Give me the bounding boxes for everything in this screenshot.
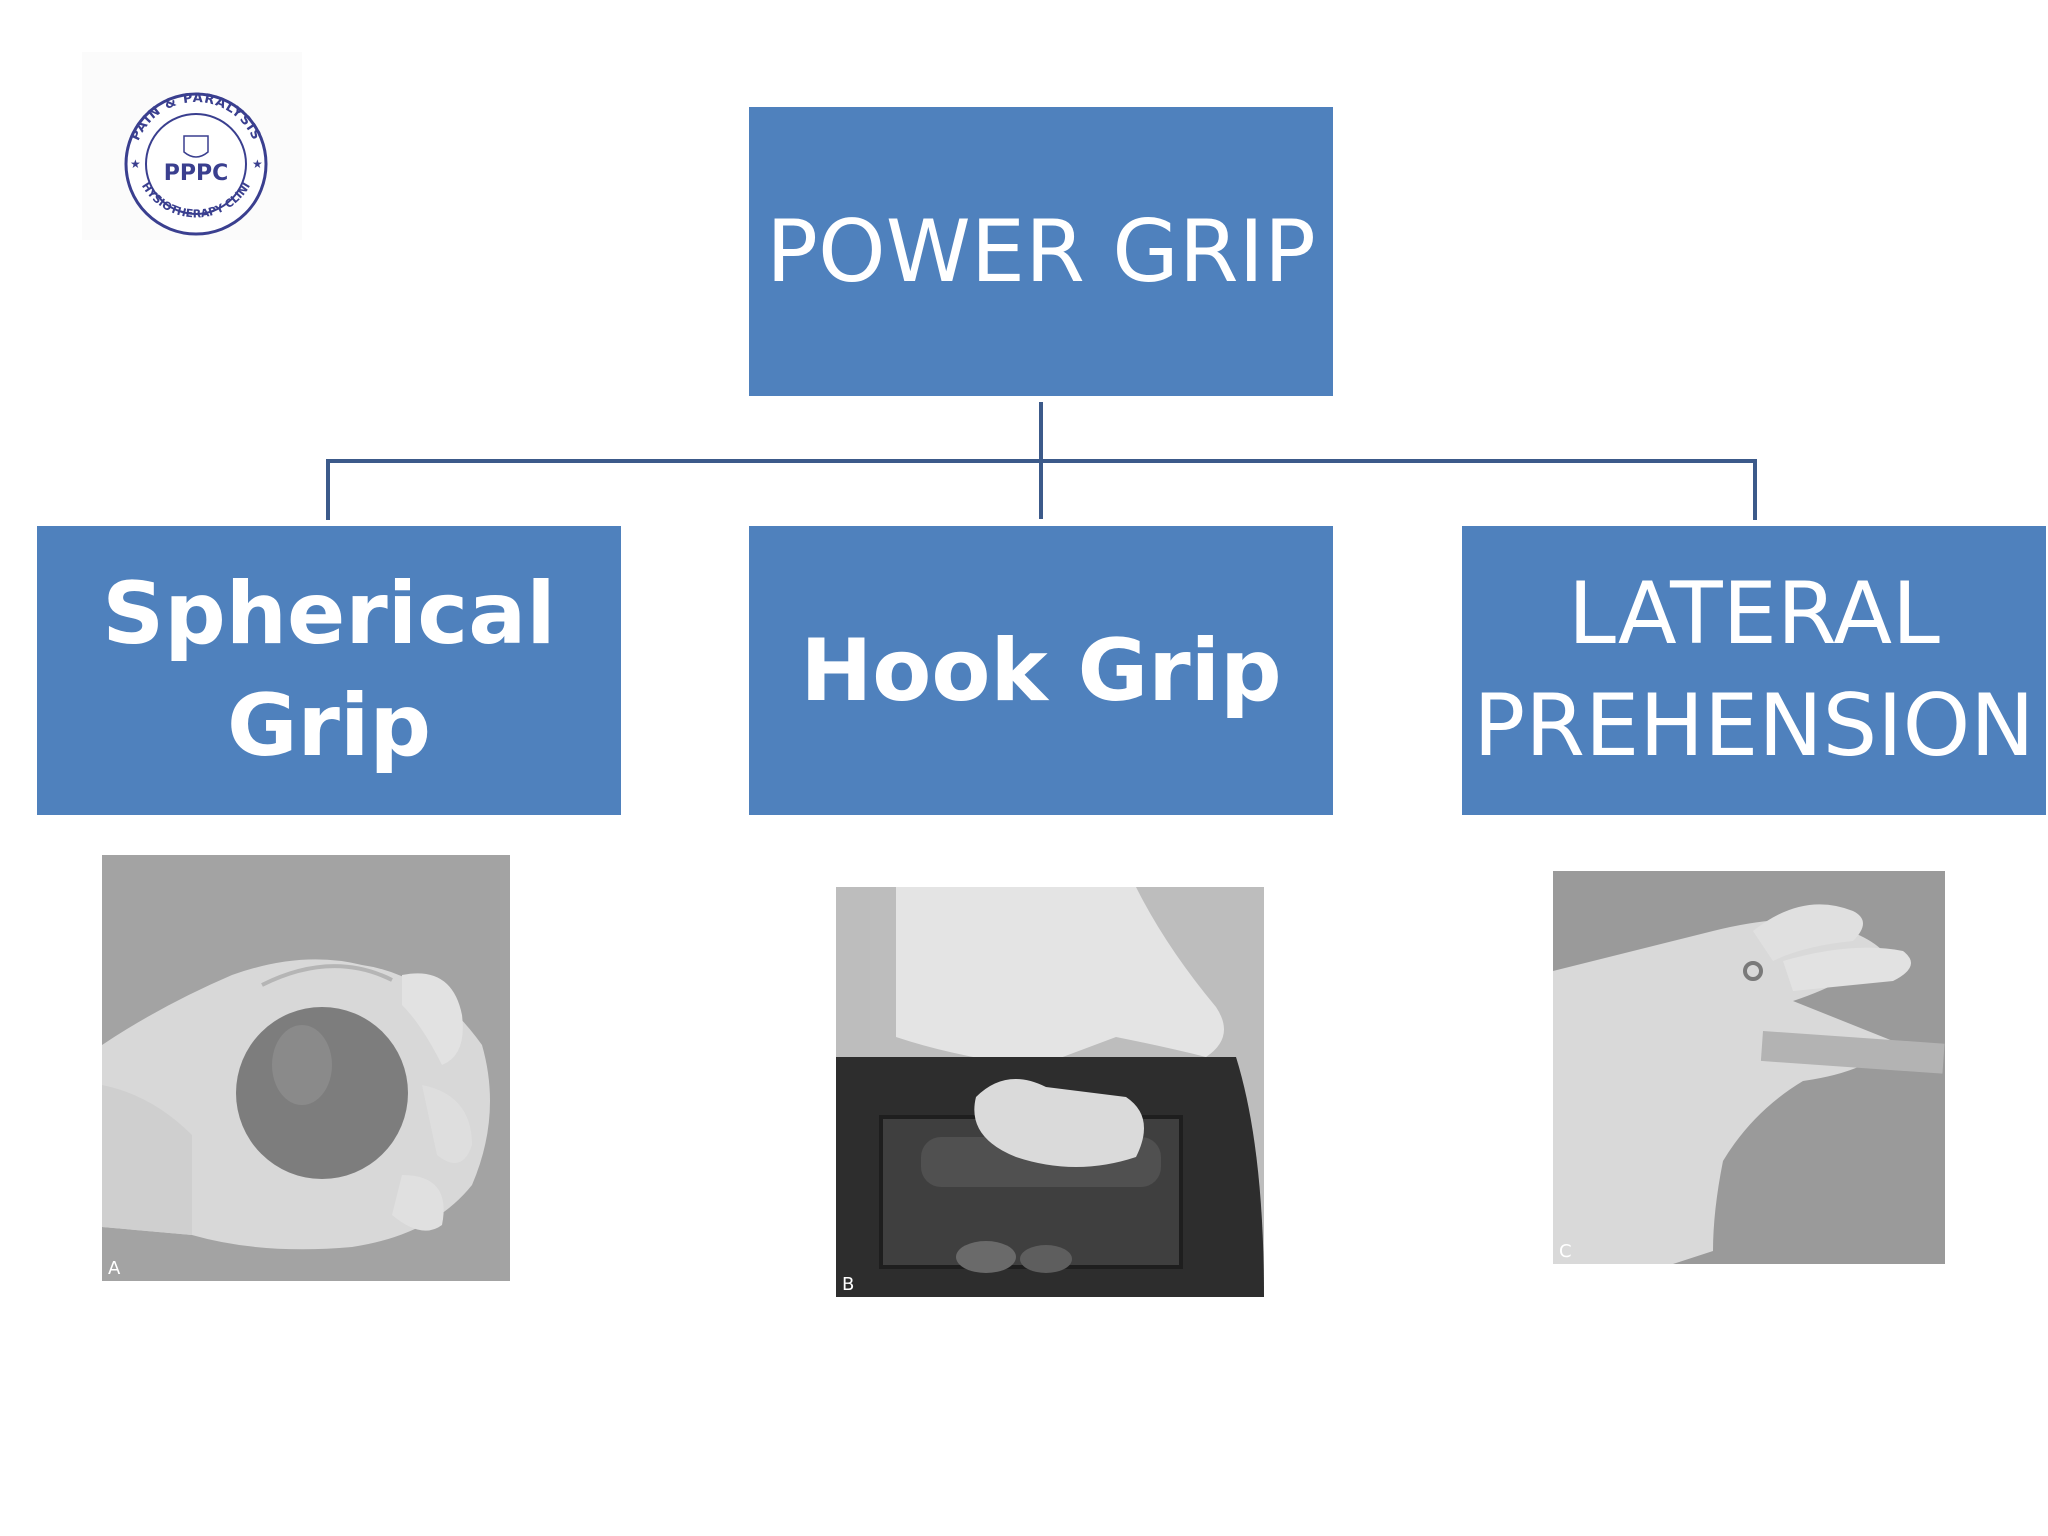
logo-star-right-icon: ★ bbox=[252, 157, 263, 171]
hand-squeezing-ball-photo: A bbox=[102, 855, 510, 1281]
spherical-grip-illustration bbox=[102, 855, 510, 1281]
node-lateral-prehension: LATERAL PREHENSION bbox=[1462, 526, 2046, 815]
clinic-logo: PAIN & PARALYSIS PHYSIOTHERAPY CLINIC PP… bbox=[78, 42, 302, 240]
node-spherical-grip: Spherical Grip bbox=[37, 526, 621, 815]
photo-letter-c: C bbox=[1559, 1241, 1572, 1262]
logo-abbreviation: PPPC bbox=[164, 161, 229, 186]
photo-letter-a: A bbox=[108, 1258, 121, 1279]
node-hook-grip-label: Hook Grip bbox=[800, 620, 1282, 721]
lateral-prehension-illustration bbox=[1553, 871, 1945, 1264]
node-spherical-grip-label: Spherical Grip bbox=[102, 563, 556, 776]
photo-letter-b: B bbox=[842, 1274, 855, 1295]
hand-hooking-bag-handle-photo: B bbox=[836, 887, 1264, 1297]
pppc-logo-icon: PAIN & PARALYSIS PHYSIOTHERAPY CLINIC PP… bbox=[78, 42, 268, 236]
logo-inner-ring bbox=[145, 113, 247, 215]
hand-holding-card-photo: C bbox=[1553, 871, 1945, 1264]
node-hook-grip: Hook Grip bbox=[749, 526, 1333, 815]
node-lateral-prehension-label: LATERAL PREHENSION bbox=[1473, 563, 2035, 776]
node-power-grip: POWER GRIP bbox=[749, 107, 1333, 396]
hook-grip-illustration bbox=[836, 887, 1264, 1297]
logo-shield-icon bbox=[183, 135, 209, 158]
logo-star-left-icon: ★ bbox=[130, 157, 141, 171]
node-power-grip-label: POWER GRIP bbox=[766, 201, 1316, 302]
